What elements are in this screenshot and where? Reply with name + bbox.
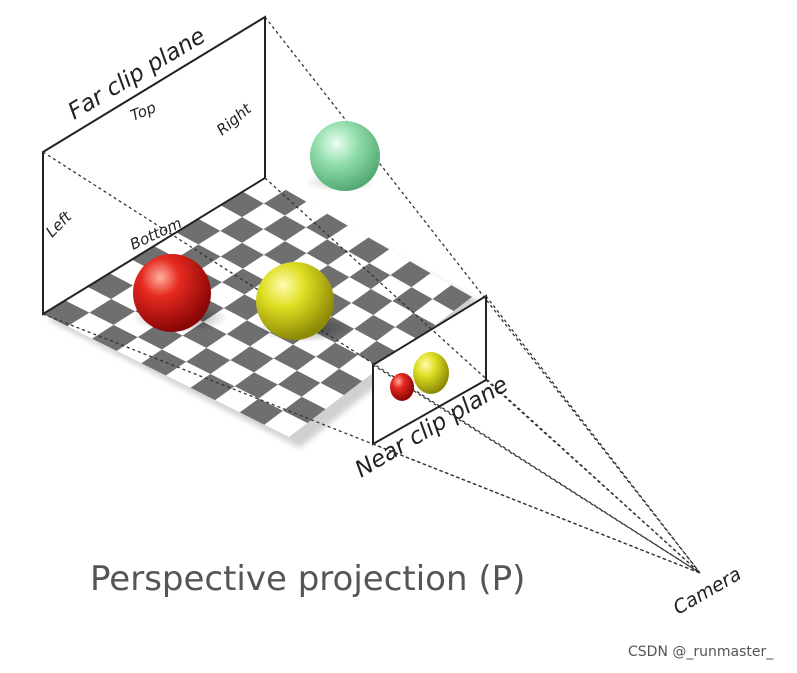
- checker-tile: [242, 178, 286, 204]
- checker-tile: [141, 349, 187, 376]
- frustum-lines: [42, 16, 701, 574]
- frustum-line: [372, 443, 701, 574]
- checker-tile: [166, 361, 211, 388]
- right-label: Right: [213, 99, 256, 139]
- checker-tile: [220, 191, 264, 218]
- checker-tile: [210, 360, 255, 387]
- checker-tile: [206, 334, 251, 361]
- checker-tile: [373, 301, 414, 327]
- checker-tile: [263, 189, 307, 216]
- checker-tile: [285, 227, 328, 254]
- checker-tile: [306, 239, 349, 266]
- checker-tile: [89, 299, 136, 325]
- checker-tile: [432, 285, 472, 311]
- checker-tile: [349, 263, 391, 290]
- projected-yellow-sphere: [413, 352, 449, 394]
- checker-tile: [351, 289, 393, 315]
- checker-tile: [264, 241, 307, 267]
- checker-tile: [392, 287, 433, 314]
- checker-tile: [413, 299, 454, 325]
- caption: Perspective projection (P): [90, 559, 525, 599]
- checker-tile: [67, 312, 114, 339]
- top-label: Top: [128, 98, 159, 124]
- yellow-sphere: [256, 262, 334, 340]
- frustum-line: [42, 313, 701, 574]
- checker-tile: [215, 386, 259, 413]
- checker-tile: [198, 230, 243, 257]
- frustum-line: [372, 364, 701, 574]
- checker-tile: [297, 356, 340, 383]
- checker-tile: [263, 215, 307, 242]
- projected-red-sphere: [390, 373, 414, 401]
- checker-tile: [190, 373, 235, 401]
- checker-tile: [273, 344, 317, 371]
- red-sphere: [133, 254, 211, 332]
- checker-tile: [277, 370, 321, 397]
- checker-tile: [369, 249, 410, 276]
- checker-tile: [234, 372, 278, 399]
- green-sphere: [310, 121, 380, 191]
- checker-tile: [242, 229, 286, 255]
- checker-tile: [242, 254, 286, 281]
- checker-tile: [264, 410, 308, 437]
- checker-tile: [200, 282, 245, 309]
- checker-tile: [390, 261, 431, 288]
- checker-tile: [154, 232, 199, 259]
- checker-tile: [301, 382, 344, 409]
- checker-tile: [348, 237, 390, 264]
- checker-tile: [87, 273, 134, 300]
- checker-tile: [221, 268, 266, 295]
- checker-tile: [199, 256, 243, 283]
- checker-tile: [162, 335, 207, 362]
- checker-tile: [329, 277, 371, 303]
- checker-tile: [92, 324, 138, 351]
- checker-tile: [239, 398, 284, 425]
- checker-tile: [306, 213, 348, 240]
- frustum-line: [485, 295, 701, 574]
- watermark: CSDN @_runmaster_: [628, 644, 774, 660]
- checker-tile: [320, 368, 363, 395]
- checker-tile: [109, 259, 155, 286]
- checker-tile: [328, 251, 370, 278]
- checker-tile: [43, 300, 90, 327]
- frustum-line: [264, 16, 701, 574]
- left-label: Left: [42, 207, 76, 241]
- checker-tile: [258, 384, 302, 411]
- checker-tile: [316, 342, 358, 369]
- checker-tile: [254, 358, 298, 385]
- checker-tile: [354, 314, 396, 341]
- checker-tile: [242, 203, 285, 230]
- checker-tile: [186, 347, 231, 374]
- checker-tile: [370, 275, 412, 302]
- checker-tile: [220, 217, 264, 243]
- checker-tile: [220, 242, 265, 269]
- frustum-line: [485, 379, 701, 574]
- camera-label: Camera: [670, 563, 746, 619]
- checker-tile: [283, 396, 326, 423]
- checker-tile: [65, 286, 112, 313]
- checker-tile: [198, 205, 243, 231]
- checker-tile: [339, 354, 381, 381]
- frustum-line: [42, 151, 701, 574]
- checker-tile: [327, 225, 369, 252]
- checker-tile: [176, 218, 221, 245]
- checker-tile: [411, 273, 452, 300]
- frustum-line: [264, 177, 701, 574]
- checker-tile: [230, 346, 274, 373]
